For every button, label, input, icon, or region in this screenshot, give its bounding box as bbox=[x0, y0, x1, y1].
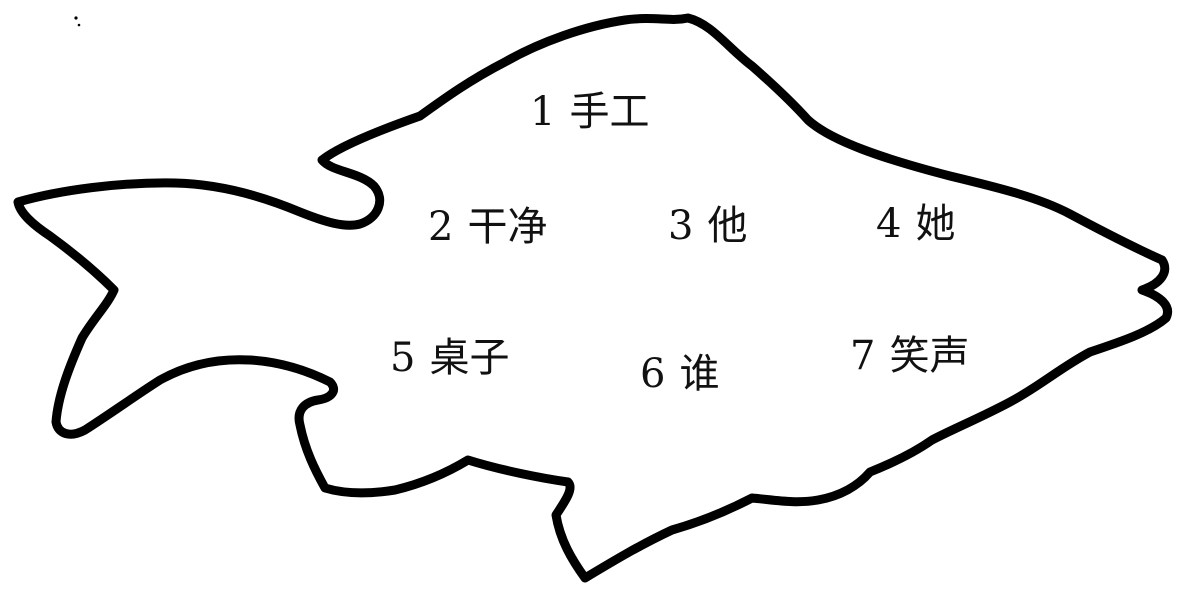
word-text: 桌子 bbox=[429, 335, 510, 381]
speck-mark bbox=[77, 23, 81, 27]
word-text: 他 bbox=[707, 203, 748, 249]
word-number: 1 bbox=[530, 89, 556, 135]
word-number: 5 bbox=[390, 335, 416, 381]
word-text: 干净 bbox=[467, 204, 548, 250]
word-item-7: 7 笑声 bbox=[850, 336, 969, 376]
word-number: 3 bbox=[668, 203, 694, 249]
word-number: 7 bbox=[850, 333, 876, 379]
word-text: 她 bbox=[915, 201, 956, 247]
word-text: 手工 bbox=[569, 89, 650, 135]
word-number: 4 bbox=[876, 201, 902, 247]
word-text: 笑声 bbox=[889, 333, 970, 379]
word-number: 2 bbox=[428, 204, 454, 250]
speck-mark bbox=[74, 16, 78, 20]
word-item-1: 1 手工 bbox=[530, 92, 649, 132]
word-text: 谁 bbox=[679, 351, 720, 397]
word-item-2: 2 干净 bbox=[428, 207, 547, 247]
word-number: 6 bbox=[640, 351, 666, 397]
word-item-5: 5 桌子 bbox=[390, 338, 509, 378]
fish-outline bbox=[13, 13, 1172, 583]
